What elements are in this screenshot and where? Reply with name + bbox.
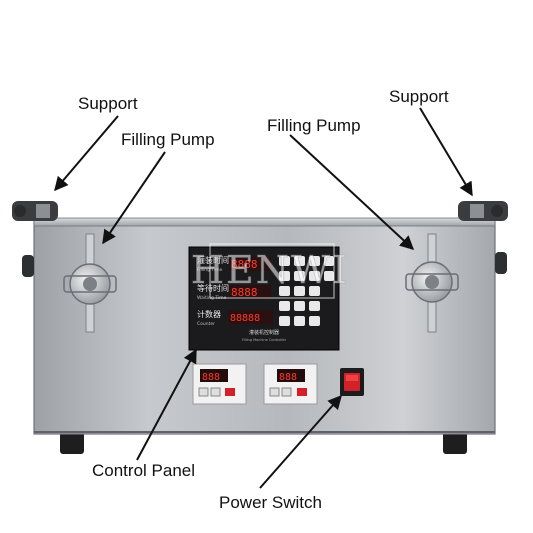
keypad-key[interactable] — [309, 316, 320, 326]
filling-pump-left — [63, 233, 117, 333]
power-switch[interactable] — [340, 368, 364, 396]
keypad-key[interactable] — [279, 256, 290, 266]
label-control-panel: Control Panel — [92, 461, 196, 480]
arrow-pump-left — [102, 151, 166, 245]
controller-keypad[interactable] — [279, 256, 334, 326]
keypad-key[interactable] — [309, 271, 320, 281]
support-handle-right — [458, 201, 508, 274]
timer-module-right: 888 — [263, 363, 318, 405]
label-support-right: Support — [389, 87, 449, 106]
arrow-support-right — [419, 107, 473, 197]
keypad-key[interactable] — [279, 271, 290, 281]
controller-footer-en: Filling Machine Controller — [242, 338, 287, 342]
arrow-pump-right — [289, 134, 415, 250]
keypad-key[interactable] — [294, 271, 305, 281]
waiting-time-label-cn: 等待时间 — [197, 283, 229, 293]
foot-right — [443, 432, 467, 454]
filling-time-label-cn: 灌装时间 — [197, 255, 229, 265]
waiting-time-display: 8888 — [231, 286, 258, 299]
keypad-key[interactable] — [309, 301, 320, 311]
timer-display-left: 888 — [202, 372, 220, 383]
label-filling-pump-right: Filling Pump — [267, 116, 361, 135]
counter-label-cn: 计数器 — [197, 309, 221, 319]
keypad-key[interactable] — [294, 286, 305, 296]
label-filling-pump-left: Filling Pump — [121, 130, 215, 149]
keypad-key[interactable] — [279, 301, 290, 311]
watermark-logo: HENWI — [191, 248, 349, 292]
timer-button[interactable] — [269, 387, 280, 397]
label-support-left: Support — [78, 94, 138, 113]
keypad-key[interactable] — [279, 286, 290, 296]
timer-set-button[interactable] — [225, 388, 235, 396]
watermark-frame — [209, 243, 335, 299]
keypad-key[interactable] — [279, 316, 290, 326]
timer-module-left: 888 — [192, 363, 247, 405]
timer-button[interactable] — [281, 387, 292, 397]
keypad-key[interactable] — [294, 316, 305, 326]
keypad-key[interactable] — [324, 271, 334, 281]
keypad-key[interactable] — [309, 256, 320, 266]
keypad-key[interactable] — [324, 256, 334, 266]
foot-left — [60, 432, 84, 454]
label-power-switch: Power Switch — [219, 493, 322, 512]
timer-button[interactable] — [210, 387, 221, 397]
support-handle-left — [12, 201, 58, 277]
counter-label-en: Counter — [197, 321, 215, 327]
timer-set-button[interactable] — [297, 388, 307, 396]
filling-time-display: 8888 — [231, 258, 258, 271]
arrow-control-panel — [136, 348, 197, 461]
filling-pump-right — [405, 233, 459, 333]
counter-display: 88888 — [230, 313, 260, 324]
controller-footer-cn: 灌装机控制器 — [249, 329, 279, 336]
arrow-power-switch — [259, 394, 342, 489]
keypad-key[interactable] — [294, 301, 305, 311]
keypad-key[interactable] — [309, 286, 320, 296]
arrow-support-left — [54, 115, 119, 192]
timer-display-right: 888 — [279, 372, 297, 383]
keypad-key[interactable] — [294, 256, 305, 266]
timer-button[interactable] — [198, 387, 209, 397]
